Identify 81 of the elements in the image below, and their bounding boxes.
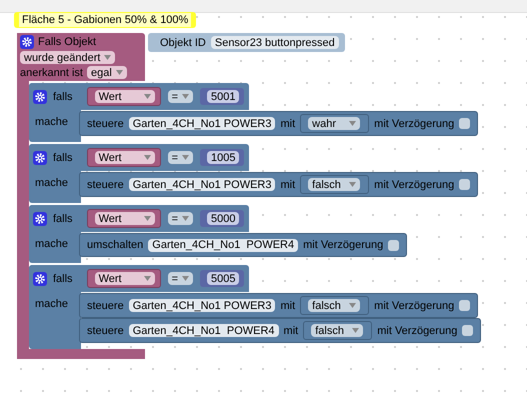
checkbox bbox=[388, 240, 400, 250]
number-block bbox=[200, 270, 244, 287]
number-block bbox=[200, 88, 244, 105]
field-text: Garten_4CH_No1 POWER3 bbox=[132, 300, 272, 312]
dropdown-text: falsch bbox=[312, 300, 341, 312]
dropdown-field bbox=[168, 90, 193, 103]
block-label: mache bbox=[35, 116, 68, 128]
number-block bbox=[200, 149, 244, 166]
statement-block bbox=[79, 111, 478, 136]
boolean-block bbox=[303, 321, 372, 340]
field-text: Garten_4CH_No1 POWER4 bbox=[152, 239, 294, 251]
block-label: Falls Objekt bbox=[38, 36, 96, 48]
block-label: Objekt ID bbox=[160, 36, 206, 48]
boolean-block bbox=[300, 175, 370, 194]
block-label: mit bbox=[280, 300, 296, 312]
block-label: steuere bbox=[87, 118, 124, 130]
dropdown-field bbox=[20, 51, 116, 64]
block-label: mit Verzögerung bbox=[374, 118, 454, 130]
comment-bubble bbox=[14, 12, 196, 28]
dropdown-text: wahr bbox=[312, 118, 336, 130]
field-text: Sensor23 buttonpressed bbox=[214, 36, 335, 48]
block-label: falls bbox=[53, 212, 73, 224]
number-block bbox=[200, 210, 244, 227]
block-label: mit bbox=[280, 178, 296, 190]
checkbox bbox=[459, 179, 470, 190]
block-label: umschalten bbox=[87, 239, 144, 251]
statement-block bbox=[79, 318, 482, 343]
dropdown-field bbox=[168, 212, 193, 225]
block-label: mit bbox=[284, 324, 298, 336]
dropdown-text: = bbox=[172, 212, 178, 224]
field-text: Garten_4CH_No1 POWER3 bbox=[132, 118, 272, 130]
dropdown-text: Wert bbox=[98, 272, 122, 284]
statement-block bbox=[79, 172, 478, 197]
dropdown-text: wurde geändert bbox=[24, 52, 100, 64]
block-label: anerkannt ist bbox=[20, 66, 83, 78]
block-label: mache bbox=[35, 238, 68, 250]
block-label: mit Verzögerung bbox=[374, 178, 454, 190]
dropdown-field bbox=[168, 151, 193, 164]
field-text: Garten_4CH_No1 POWER3 bbox=[132, 178, 272, 190]
number-text: 1005 bbox=[211, 152, 236, 164]
number-text: 5000 bbox=[211, 212, 236, 224]
dropdown-text: Wert bbox=[98, 212, 122, 224]
block-label: steuere bbox=[87, 324, 124, 336]
dropdown-text: Wert bbox=[98, 152, 122, 164]
comment-text: Fläche 5 - Gabionen 50% & 100% bbox=[19, 13, 192, 27]
checkbox bbox=[462, 325, 474, 336]
dropdown-field bbox=[168, 272, 193, 285]
block-label: mache bbox=[35, 177, 68, 189]
number-text: 5005 bbox=[211, 272, 236, 284]
boolean-block bbox=[300, 114, 370, 133]
dropdown-text: = bbox=[172, 152, 178, 164]
field-text: Garten_4CH_No1 POWER4 bbox=[132, 324, 275, 336]
block-label: mache bbox=[35, 298, 68, 310]
number-text: 5001 bbox=[211, 90, 236, 102]
variable-block bbox=[86, 87, 161, 106]
block-label: mit bbox=[280, 118, 296, 130]
variable-block bbox=[86, 209, 161, 228]
dropdown-text: Wert bbox=[98, 90, 122, 102]
checkbox bbox=[459, 118, 470, 129]
dropdown-text: = bbox=[172, 272, 178, 284]
variable-block bbox=[86, 148, 161, 167]
block-label: steuere bbox=[87, 178, 124, 190]
block-label: falls bbox=[53, 90, 73, 102]
if-block bbox=[29, 205, 408, 263]
block-label: falls bbox=[53, 152, 73, 164]
block-label: mit Verzögerung bbox=[303, 239, 384, 251]
boolean-block bbox=[300, 296, 370, 315]
dropdown-text: = bbox=[172, 90, 178, 102]
block-label: mit Verzögerung bbox=[374, 300, 454, 312]
dropdown-text: falsch bbox=[312, 178, 341, 190]
dropdown-field bbox=[86, 66, 127, 79]
statement-block bbox=[79, 233, 408, 257]
dropdown-text: egal bbox=[90, 66, 112, 78]
variable-block bbox=[86, 269, 161, 288]
statement-block bbox=[79, 293, 478, 318]
checkbox bbox=[459, 300, 470, 311]
object-id-block bbox=[148, 33, 345, 52]
dropdown-text: falsch bbox=[315, 324, 344, 336]
block-label: mit Verzögerung bbox=[377, 324, 458, 336]
block-label: falls bbox=[53, 272, 73, 284]
block-label: steuere bbox=[87, 300, 124, 312]
